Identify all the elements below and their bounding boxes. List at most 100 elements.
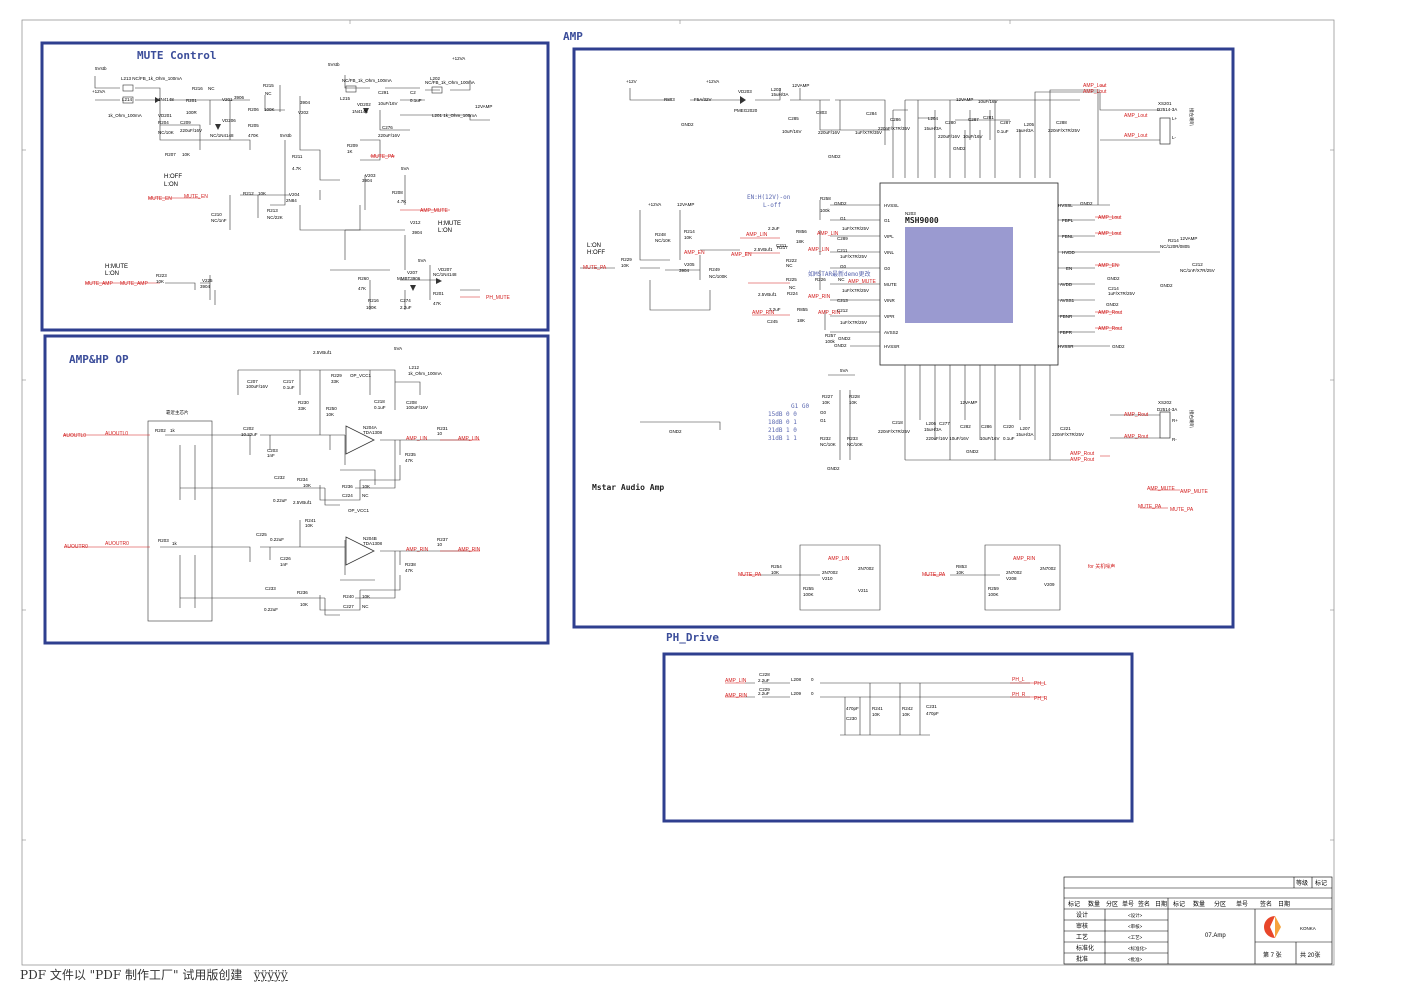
svg-text:10uF/16V: 10uF/16V [980, 436, 1000, 441]
svg-text:C284: C284 [866, 111, 877, 116]
svg-text:AMP_MUTE: AMP_MUTE [420, 208, 448, 214]
svg-text:12VAMP: 12VAMP [960, 400, 977, 405]
svg-text:H:OFF: H:OFF [164, 174, 182, 180]
amp-pins: HVSSL G1 VIPL VINL G0 MUTE VINR VIPR AVS… [884, 203, 1076, 349]
svg-text:V208: V208 [1006, 576, 1017, 581]
svg-text:C233: C233 [265, 586, 276, 591]
footer-link[interactable]: ÿÿÿÿÿ [253, 968, 288, 982]
svg-text:NC: NC [362, 493, 369, 498]
svg-text:2N7002: 2N7002 [858, 566, 874, 571]
svg-text:R231: R231 [437, 426, 448, 431]
svg-text:5VA: 5VA [394, 346, 402, 351]
svg-text:470pF: 470pF [926, 711, 939, 716]
svg-text:V225: V225 [202, 278, 213, 283]
svg-text:2.2uF: 2.2uF [758, 678, 770, 683]
svg-text:V202: V202 [298, 110, 309, 115]
svg-text:VD203: VD203 [738, 89, 752, 94]
svg-text:AMP_RIN: AMP_RIN [818, 310, 841, 316]
svg-text:AMP_MUTE: AMP_MUTE [848, 279, 876, 285]
svg-text:15uH/3A: 15uH/3A [924, 427, 942, 432]
svg-text:R242: R242 [902, 706, 913, 711]
svg-text:C226: C226 [280, 556, 291, 561]
svg-text:R234: R234 [297, 477, 308, 482]
amp-box [572, 47, 1235, 629]
svg-text:AMP_LIN: AMP_LIN [808, 247, 830, 253]
svg-text:C289: C289 [837, 236, 848, 241]
svg-text:R217: R217 [777, 245, 788, 250]
svg-text:10K: 10K [326, 412, 334, 417]
svg-text:15uH/3A: 15uH/3A [771, 92, 789, 97]
svg-text:L:ON: L:ON [105, 271, 119, 277]
svg-text:V205: V205 [684, 262, 695, 267]
svg-text:1uF/X7R/25V: 1uF/X7R/25V [1108, 291, 1135, 296]
svg-text:AMP_LIN: AMP_LIN [828, 556, 850, 562]
svg-text:R207: R207 [165, 152, 176, 157]
svg-text:1k: 1k [170, 428, 176, 433]
svg-text:1uF/X7R/25V: 1uF/X7R/25V [842, 288, 869, 293]
svg-text:2.2uF: 2.2uF [400, 305, 412, 310]
svg-text:AMP_LIN: AMP_LIN [406, 436, 428, 442]
svg-text:GND2: GND2 [1107, 276, 1120, 281]
svg-text:GND2: GND2 [828, 154, 841, 159]
svg-text:+12VA: +12VA [648, 202, 661, 207]
svg-text:2N84: 2N84 [286, 198, 297, 203]
svg-text:GND2: GND2 [838, 336, 851, 341]
svg-text:10K: 10K [849, 400, 857, 405]
svg-text:HVSSR: HVSSR [884, 344, 900, 349]
svg-text:C2: C2 [410, 90, 416, 95]
svg-text:L:ON: L:ON [438, 228, 452, 234]
svg-text:VIPR: VIPR [884, 314, 895, 319]
svg-text:C228: C228 [759, 672, 770, 677]
svg-text:AMP_RIN: AMP_RIN [406, 547, 429, 553]
svg-text:G1: G1 [840, 216, 847, 221]
svg-text:100k: 100k [820, 208, 831, 213]
svg-text:设计: 设计 [1076, 911, 1088, 919]
svg-text:G0: G0 [840, 264, 847, 269]
svg-text:1N4148: 1N4148 [352, 109, 368, 114]
svg-text:EN:H(12V)-on: EN:H(12V)-on [747, 194, 791, 201]
svg-text:2N7002: 2N7002 [822, 570, 838, 575]
svg-text:10K: 10K [902, 712, 910, 717]
svg-text:1k_Ohm_100mA: 1k_Ohm_100mA [408, 371, 442, 376]
svg-text:R229: R229 [331, 373, 342, 378]
svg-text:C225: C225 [256, 532, 267, 537]
svg-text:10K: 10K [771, 570, 779, 575]
svg-text:R224: R224 [787, 291, 798, 296]
svg-text:1N4148: 1N4148 [158, 97, 174, 102]
svg-text:PH_R: PH_R [1034, 696, 1048, 702]
svg-text:100K: 100K [366, 305, 377, 310]
svg-text:3906: 3906 [234, 95, 245, 100]
svg-text:C211: C211 [776, 243, 787, 248]
svg-text:L212: L212 [409, 365, 420, 370]
drawing-frame [21, 19, 1335, 966]
svg-text:TDA1308: TDA1308 [363, 430, 383, 435]
svg-text:V210: V210 [822, 576, 833, 581]
svg-text:D2514-3A: D2514-3A [1157, 107, 1177, 112]
svg-text:470K: 470K [248, 133, 259, 138]
svg-text:R215: R215 [263, 83, 274, 88]
svg-text:标准化: 标准化 [1076, 944, 1094, 952]
svg-text:R222: R222 [786, 258, 797, 263]
svg-text:HVSSL: HVSSL [1058, 203, 1073, 208]
svg-text:R259: R259 [988, 586, 999, 591]
svg-text:MUTE_PA: MUTE_PA [583, 265, 607, 271]
svg-text:47K: 47K [433, 301, 441, 306]
svg-text:EN: EN [1066, 266, 1072, 271]
svg-text:VIPL: VIPL [884, 234, 894, 239]
svg-text:12VAMP: 12VAMP [792, 83, 809, 88]
svg-text:MUTE_AMP: MUTE_AMP [85, 281, 113, 287]
svg-text:NC: NC [838, 277, 845, 282]
svg-text:R214: R214 [1168, 238, 1179, 243]
svg-text:MUTE_AMP: MUTE_AMP [120, 281, 148, 287]
svg-text:100K: 100K [988, 592, 999, 597]
svg-text:1k_Ohm_100mA: 1k_Ohm_100mA [108, 113, 142, 118]
svg-text:R233: R233 [847, 436, 858, 441]
svg-text:NC: NC [265, 91, 272, 96]
svg-text:H:OFF: H:OFF [587, 250, 605, 256]
svg-text:AMP_LIN: AMP_LIN [746, 232, 768, 238]
svg-text:5Vstb: 5Vstb [280, 133, 292, 138]
svg-text:15uH/3A: 15uH/3A [1016, 432, 1034, 437]
svg-text:GND2: GND2 [966, 449, 979, 454]
svg-text:220nF/X7R/25V: 220nF/X7R/25V [1048, 128, 1080, 133]
svg-text:47K: 47K [405, 568, 413, 573]
